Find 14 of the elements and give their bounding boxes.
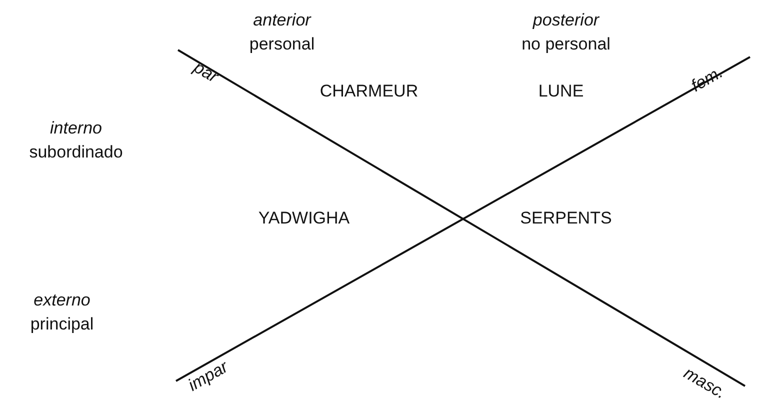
axis-label: YADWIGHA [258, 210, 350, 226]
axis-label: externo [34, 292, 90, 308]
axis-label: anterior [253, 12, 311, 28]
axis-label: interno [50, 120, 102, 136]
axis-label: LUNE [538, 82, 584, 100]
axis-label: subordinado [29, 144, 123, 160]
axis-label: principal [30, 316, 94, 332]
axis-label: CHARMEUR [320, 82, 418, 100]
axis-label: no personal [522, 36, 610, 52]
axis-label: SERPENTS [520, 210, 612, 226]
axis-label: personal [249, 36, 315, 52]
axis-label: par [191, 58, 221, 86]
axis-label: posterior [532, 12, 600, 28]
axis-label: masc. [681, 364, 729, 400]
